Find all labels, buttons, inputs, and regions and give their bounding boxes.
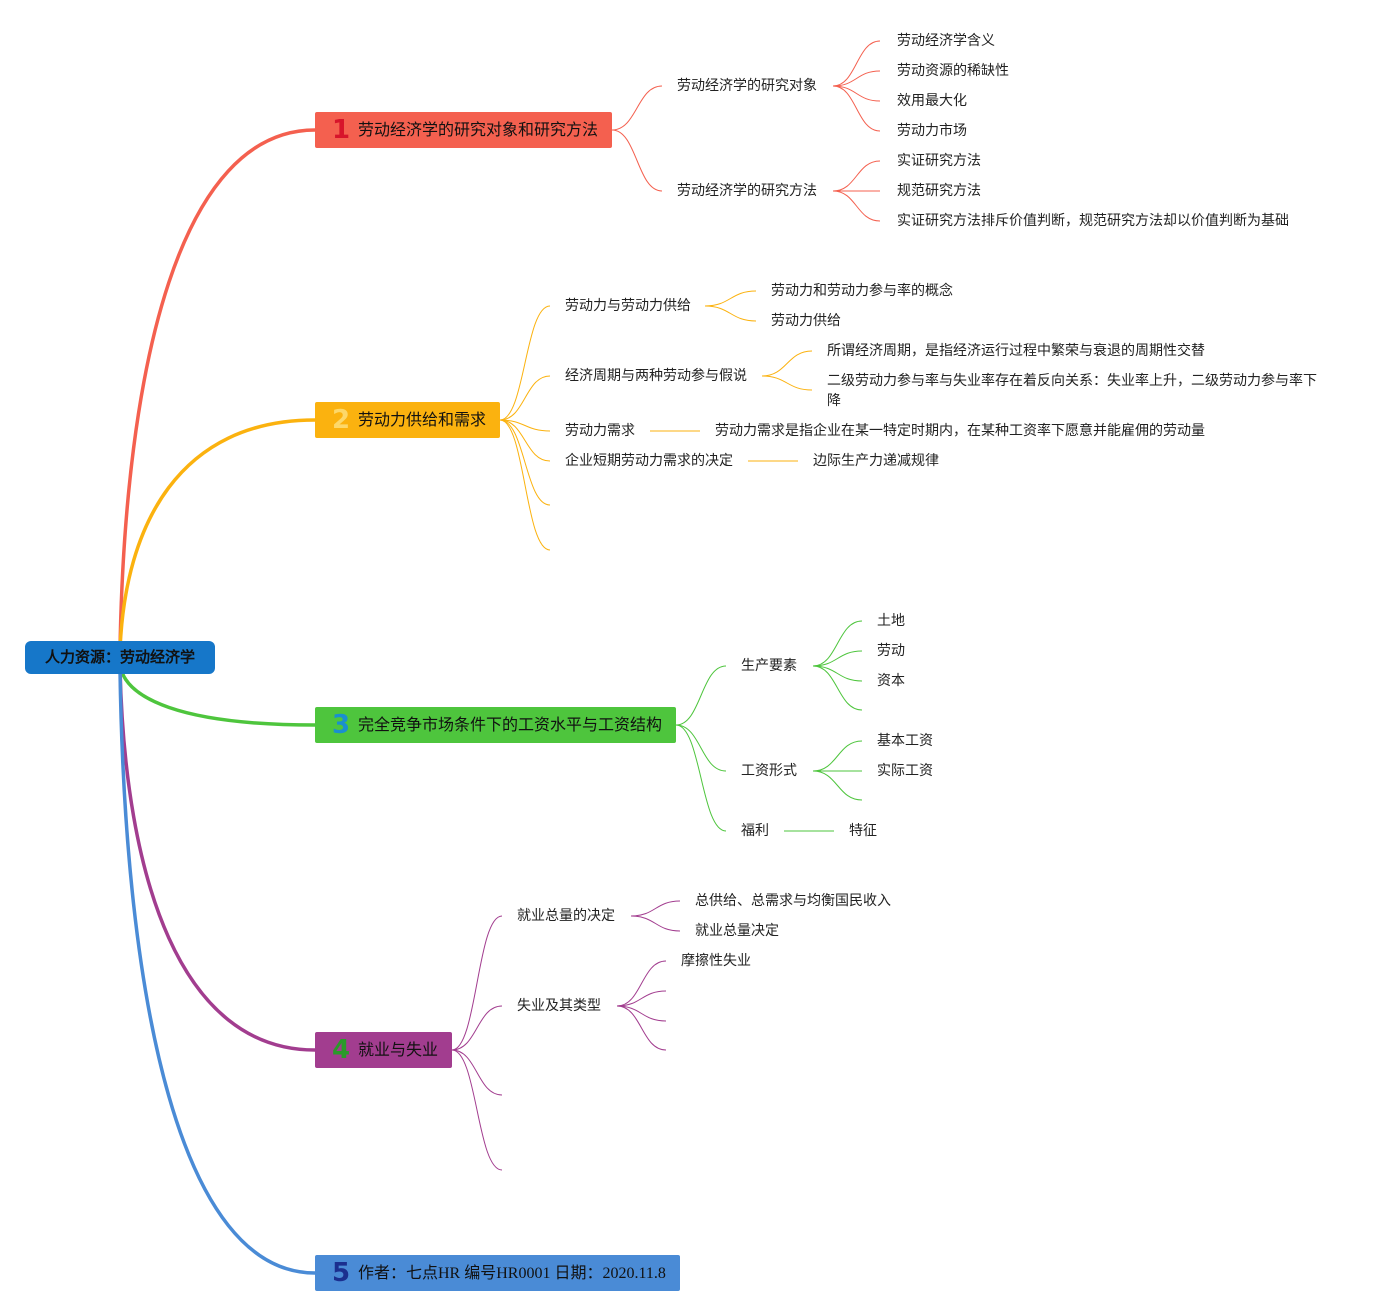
leaf-topic[interactable]: 特征 [849, 823, 877, 839]
branch-connector [118, 128, 316, 651]
topic-connector [812, 665, 863, 711]
subtopic[interactable]: 劳动力需求 [565, 423, 635, 439]
topic-connector [675, 665, 727, 726]
leaf-topic[interactable]: 二级劳动力参与率与失业率存在着反向关系：失业率上升，二级劳动力参与率下降 [827, 373, 1317, 409]
topic-connector [812, 740, 863, 772]
topic-connector [499, 419, 551, 551]
subtopic[interactable]: 经济周期与两种劳动参与假说 [565, 368, 747, 384]
leaf-topic[interactable]: 效用最大化 [897, 93, 967, 109]
subtopic[interactable]: 工资形式 [741, 763, 797, 779]
topic-connector [616, 960, 667, 1007]
topic-connector [451, 1049, 503, 1171]
leaf-topic[interactable]: 边际生产力递减规律 [813, 453, 939, 469]
leaf-topic[interactable]: 劳动力市场 [897, 123, 967, 139]
topic-connector [761, 375, 813, 391]
leaf-topic[interactable]: 基本工资 [877, 733, 933, 749]
branch-label-5: 作者：七点HR 编号HR0001 日期：2020.11.8 [358, 1265, 666, 1282]
leaf-topic[interactable]: 就业总量决定 [695, 923, 779, 939]
leaf-topic[interactable]: 劳动力需求是指企业在某一特定时期内，在某种工资率下愿意并能雇佣的劳动量 [715, 423, 1205, 439]
topic-connector [675, 724, 727, 832]
leaf-topic[interactable]: 劳动力供给 [771, 313, 841, 329]
branch-connector [118, 664, 316, 727]
topic-connector [499, 419, 551, 506]
topic-connector [630, 915, 681, 932]
leaf-topic[interactable]: 劳动经济学含义 [897, 33, 995, 49]
topic-connector [832, 40, 881, 87]
branch-label-4: 就业与失业 [358, 1040, 439, 1059]
branch-topic-5[interactable]: 5 作者：七点HR 编号HR0001 日期：2020.11.8 [315, 1255, 680, 1291]
leaf-topic[interactable]: 总供给、总需求与均衡国民收入 [695, 893, 891, 909]
branch-number-4: 4 [332, 1035, 351, 1065]
topic-connector [832, 70, 881, 87]
branch-number-2: 2 [332, 405, 351, 435]
root-topic[interactable]: 人力资源：劳动经济学 [25, 641, 215, 674]
leaf-topic[interactable]: 劳动力和劳动力参与率的概念 [771, 283, 953, 299]
topic-connector [499, 305, 551, 421]
branch-number-1: 1 [332, 115, 351, 145]
branch-label-1: 劳动经济学的研究对象和研究方法 [358, 120, 599, 139]
branch-topic-4[interactable]: 4 就业与失业 [315, 1032, 452, 1068]
subtopic[interactable]: 企业短期劳动力需求的决定 [565, 453, 733, 469]
leaf-topic[interactable]: 所谓经济周期，是指经济运行过程中繁荣与衰退的周期性交替 [827, 343, 1205, 359]
topic-connector [675, 724, 727, 772]
topic-connector [832, 160, 881, 192]
leaf-topic[interactable]: 实际工资 [877, 763, 933, 779]
subtopic[interactable]: 劳动经济学的研究对象 [677, 78, 817, 94]
topic-connector [451, 1049, 503, 1096]
topic-connector [451, 915, 503, 1051]
leaf-topic[interactable]: 实证研究方法排斥价值判断，规范研究方法却以价值判断为基础 [897, 213, 1289, 229]
topic-connector [812, 620, 863, 667]
topic-connector [812, 770, 863, 801]
branch-label-3: 完全竞争市场条件下的工资水平与工资结构 [358, 715, 663, 734]
branch-number-3: 3 [332, 710, 351, 740]
branch-number-5: 5 [332, 1258, 351, 1288]
branch-topic-3[interactable]: 3 完全竞争市场条件下的工资水平与工资结构 [315, 707, 676, 743]
branch-connector [118, 418, 316, 651]
subtopic[interactable]: 就业总量的决定 [517, 908, 615, 924]
branch-topic-1[interactable]: 1 劳动经济学的研究对象和研究方法 [315, 112, 612, 148]
topic-connector [616, 990, 667, 1007]
topic-connector [832, 85, 881, 132]
subtopic[interactable]: 劳动力与劳动力供给 [565, 298, 691, 314]
subtopic[interactable]: 生产要素 [741, 658, 797, 674]
topic-connector [611, 85, 663, 131]
topic-connector [499, 419, 551, 462]
leaf-topic[interactable]: 摩擦性失业 [681, 953, 751, 969]
topic-connector [812, 665, 863, 682]
topic-connector [704, 305, 757, 322]
topic-connector [812, 650, 863, 667]
branch-connector [118, 669, 316, 1275]
topic-connector [630, 900, 681, 917]
leaf-topic[interactable]: 劳动 [877, 643, 905, 659]
branch-connector [118, 667, 316, 1052]
topic-connector [616, 1005, 667, 1022]
leaf-topic[interactable]: 实证研究方法 [897, 153, 981, 169]
branch-label-2: 劳动力供给和需求 [358, 410, 487, 429]
topic-connector [832, 190, 881, 222]
leaf-topic[interactable]: 规范研究方法 [897, 183, 981, 199]
leaf-topic[interactable]: 劳动资源的稀缺性 [897, 63, 1009, 79]
topic-connector [499, 375, 551, 421]
topic-connector [704, 290, 757, 307]
subtopic[interactable]: 失业及其类型 [517, 998, 601, 1014]
subtopic[interactable]: 劳动经济学的研究方法 [677, 183, 817, 199]
leaf-topic[interactable]: 资本 [877, 673, 905, 689]
topic-connector [761, 350, 813, 377]
branch-topic-2[interactable]: 2 劳动力供给和需求 [315, 402, 500, 438]
topic-connector [616, 1005, 667, 1051]
topic-connector [451, 1005, 503, 1051]
topic-connector [611, 129, 663, 192]
leaf-topic[interactable]: 土地 [877, 613, 905, 629]
subtopic[interactable]: 福利 [741, 823, 769, 839]
topic-connector [832, 85, 881, 102]
